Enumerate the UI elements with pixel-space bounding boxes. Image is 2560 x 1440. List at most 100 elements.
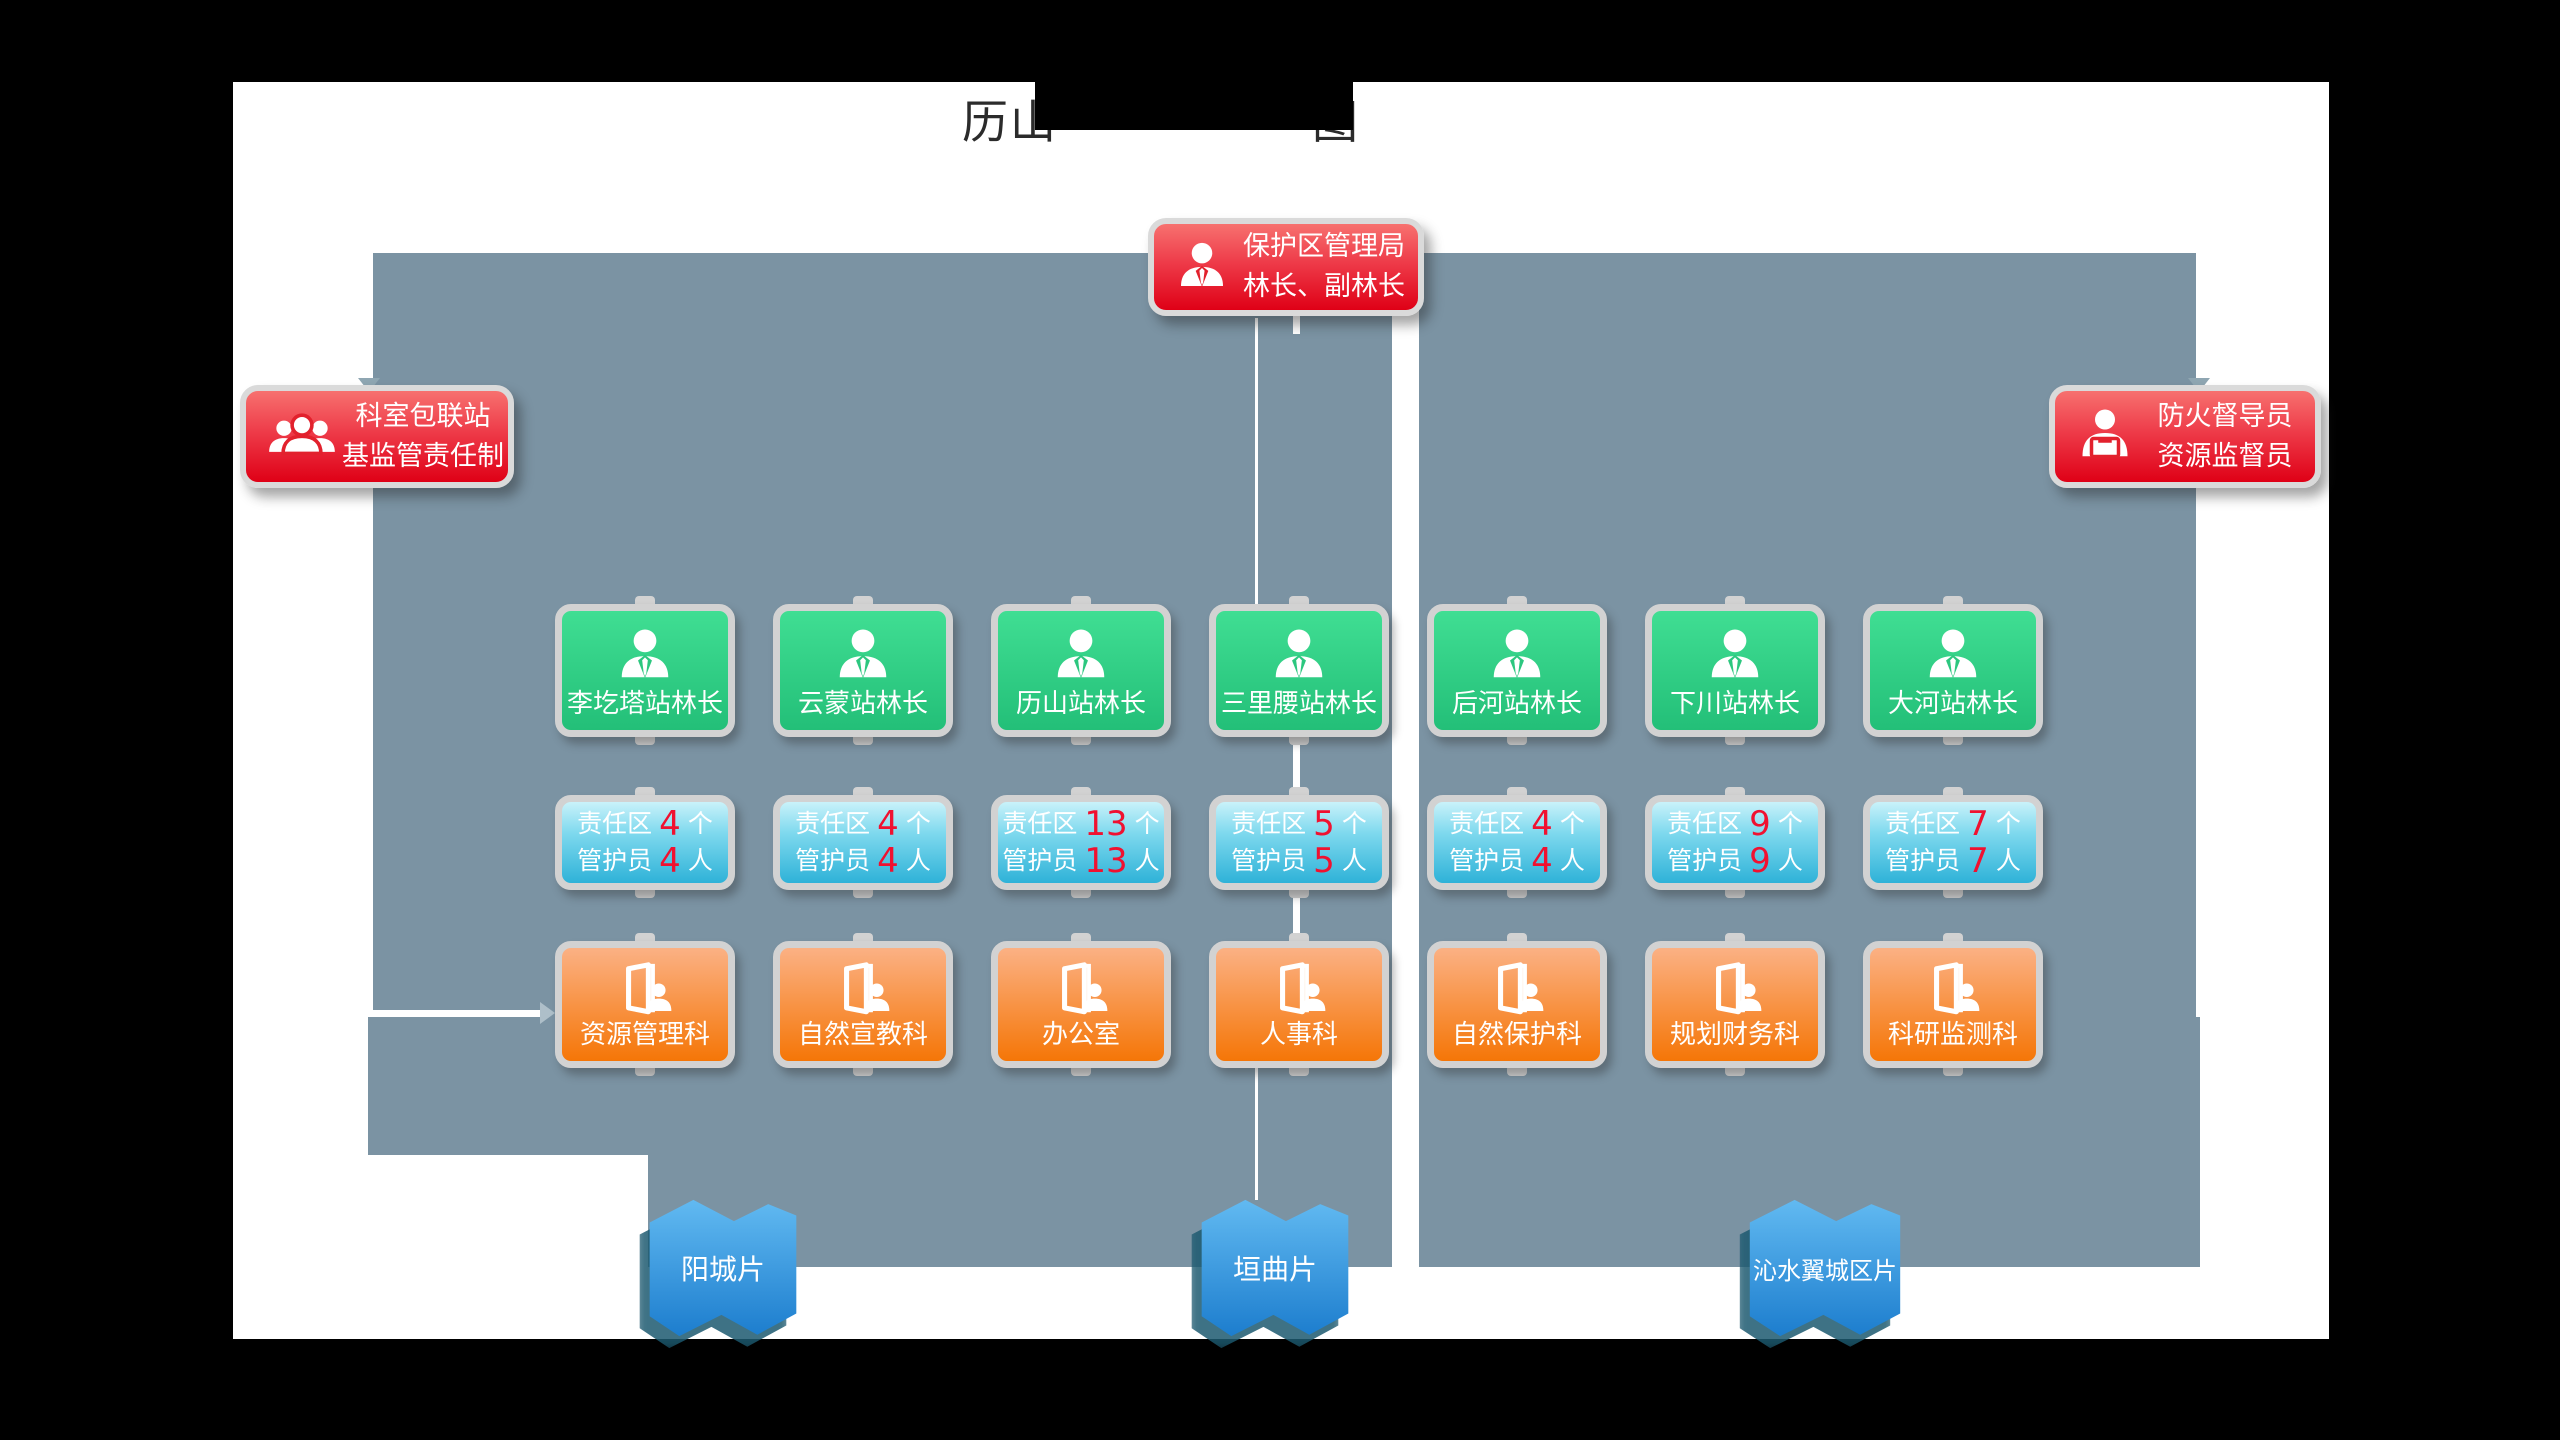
ranger-count: 7	[1967, 841, 1989, 881]
area-count: 5	[1313, 804, 1335, 844]
department-name: 规划财务科	[1669, 1020, 1800, 1050]
station-node: 大河站林长	[1863, 596, 2043, 745]
department-name: 办公室	[1041, 1020, 1120, 1050]
department-name: 自然保护科	[1451, 1020, 1582, 1050]
person-icon	[1174, 237, 1230, 297]
note-right-label: 防火督导员 资源监督员	[2135, 397, 2315, 477]
ranger-label: 管护员	[795, 846, 871, 876]
title-redaction-box	[1035, 82, 1353, 130]
area-unit: 个	[905, 809, 931, 839]
area-count: 9	[1749, 804, 1771, 844]
department-node: 资源管理科	[555, 933, 735, 1076]
note-left-line1: 科室包联站	[355, 400, 491, 432]
station-node: 三里腰站林长	[1209, 596, 1389, 745]
region-label: 阳城片	[680, 1253, 765, 1286]
root-node-management-bureau: 保护区管理局 林长、副林长	[1148, 218, 1424, 316]
ribbon-shape: 阳城片	[649, 1199, 797, 1337]
people-group-icon	[266, 408, 338, 466]
ranger-label: 管护员	[1667, 846, 1743, 876]
area-unit: 个	[1777, 809, 1803, 839]
ranger-count: 4	[659, 841, 681, 881]
area-label: 责任区	[1667, 809, 1743, 839]
region-label: 沁水翼城区片	[1753, 1256, 1897, 1285]
area-unit: 个	[1134, 809, 1160, 839]
connector-line	[1255, 318, 1258, 604]
department-node: 自然保护科	[1427, 933, 1607, 1076]
station-node: 云蒙站林长	[773, 596, 953, 745]
ranger-count: 13	[1084, 841, 1128, 881]
area-unit: 个	[687, 809, 713, 839]
area-count: 4	[1531, 804, 1553, 844]
station-name: 后河站林长	[1451, 689, 1582, 719]
area-label: 责任区	[1449, 809, 1525, 839]
door-person-icon	[1270, 960, 1328, 1018]
area-label: 责任区	[577, 809, 653, 839]
door-person-icon	[834, 960, 892, 1018]
person-icon	[614, 623, 676, 685]
note-left-label: 科室包联站 基监管责任制	[338, 397, 508, 477]
connector-line	[366, 488, 373, 1017]
department-node: 办公室	[991, 933, 1171, 1076]
note-department-station-link: 科室包联站 基监管责任制	[240, 385, 514, 488]
department-node: 人事科	[1209, 933, 1389, 1076]
station-name: 李圪塔站林长	[566, 689, 723, 719]
region-ribbon-yuanqu: 垣曲片	[1191, 1197, 1353, 1349]
connector-stub	[1293, 739, 1300, 797]
ranger-unit: 人	[1134, 846, 1160, 876]
group-panel-left	[368, 253, 1392, 1267]
door-person-icon	[1488, 960, 1546, 1018]
station-name: 三里腰站林长	[1220, 689, 1377, 719]
station-node: 历山站林长	[991, 596, 1171, 745]
ranger-count: 9	[1749, 841, 1771, 881]
area-unit: 个	[1341, 809, 1367, 839]
connector-stub	[1293, 310, 1300, 334]
connector-line	[1255, 1068, 1258, 1200]
ranger-label: 管护员	[1002, 846, 1078, 876]
person-icon	[1922, 623, 1984, 685]
department-name: 科研监测科	[1887, 1020, 2018, 1050]
station-node: 李圪塔站林长	[555, 596, 735, 745]
station-name: 下川站林长	[1669, 689, 1800, 719]
region-ribbon-qinshui-yicheng: 沁水翼城区片	[1739, 1197, 1905, 1349]
connector-line	[366, 253, 373, 381]
ranger-count: 5	[1313, 841, 1335, 881]
door-person-icon	[616, 960, 674, 1018]
department-name: 资源管理科	[579, 1020, 710, 1050]
ranger-unit: 人	[1777, 846, 1803, 876]
arrow-right-icon	[540, 1002, 555, 1024]
area-label: 责任区	[1002, 809, 1078, 839]
note-right-line1: 防火督导员	[2157, 400, 2293, 432]
door-person-icon	[1706, 960, 1764, 1018]
note-fire-resource-supervisors: 防火督导员 资源监督员	[2049, 385, 2321, 488]
station-name: 云蒙站林长	[797, 689, 928, 719]
ranger-count: 4	[877, 841, 899, 881]
department-name: 自然宣教科	[797, 1020, 928, 1050]
root-line1: 保护区管理局	[1243, 231, 1405, 262]
ranger-unit: 人	[687, 846, 713, 876]
ranger-unit: 人	[1559, 846, 1585, 876]
region-ribbon-yangcheng: 阳城片	[639, 1197, 801, 1349]
area-unit: 个	[1559, 809, 1585, 839]
station-name: 历山站林长	[1015, 689, 1146, 719]
department-node: 规划财务科	[1645, 933, 1825, 1076]
person-icon	[1050, 623, 1112, 685]
area-count: 7	[1967, 804, 1989, 844]
station-name: 大河站林长	[1887, 689, 2018, 719]
area-label: 责任区	[795, 809, 871, 839]
ribbon-shape: 沁水翼城区片	[1749, 1199, 1901, 1337]
